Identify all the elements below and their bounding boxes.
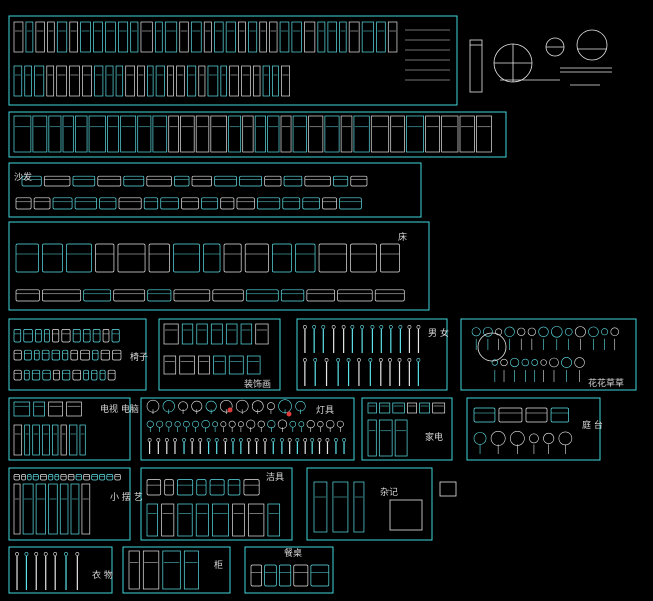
label-courtyard: 庭 台 — [582, 419, 603, 431]
label-bed: 床 — [398, 231, 407, 243]
sanitary-panel[interactable] — [140, 467, 293, 541]
label-decor-small: 小 摆 艺 — [110, 491, 143, 503]
tv-audio-panel[interactable] — [8, 397, 131, 461]
appliances-panel[interactable] — [361, 397, 453, 461]
label-sofa: 沙发 — [14, 171, 32, 183]
label-decor-painting: 装饰画 — [244, 378, 271, 390]
panel-contents — [13, 21, 619, 590]
lamps-panel[interactable] — [140, 397, 355, 461]
panel-labels: 沙发 床 椅子 装饰画 男 女 花花草草 电视 电脑 灯具 家电 庭 台 小 摆… — [14, 171, 624, 581]
people-panel[interactable] — [296, 318, 448, 391]
courtyard-panel[interactable] — [466, 397, 601, 461]
bed-panel[interactable] — [8, 221, 430, 311]
label-clothes: 衣 物 — [92, 569, 113, 581]
sofa-panel[interactable] — [8, 162, 422, 218]
clothes-panel[interactable] — [8, 546, 113, 594]
label-plants: 花花草草 — [588, 377, 624, 389]
red-lamp-mark — [286, 411, 292, 417]
label-tv-audio: 电视 电脑 — [100, 403, 139, 415]
chair-panel[interactable] — [8, 318, 147, 391]
label-cabinet: 柜 — [214, 559, 223, 571]
label-appliances: 家电 — [425, 431, 443, 443]
curtains-panel[interactable] — [8, 111, 507, 158]
circle-section-drawing — [576, 29, 608, 61]
plants-panel[interactable] — [460, 318, 637, 391]
label-male-female: 男 女 — [428, 327, 449, 339]
standalone-drawings — [469, 29, 612, 93]
label-sanitary: 洁具 — [266, 471, 284, 483]
decor-painting-panel[interactable] — [158, 318, 281, 391]
doors-windows-panel[interactable] — [8, 15, 458, 106]
label-dining: 餐桌 — [284, 547, 302, 559]
panel-frames — [8, 15, 637, 594]
door-elevation-drawing — [469, 39, 483, 93]
cabinet-panel[interactable] — [122, 546, 231, 594]
label-misc: 杂记 — [380, 487, 398, 498]
label-lamps: 灯具 — [316, 405, 334, 416]
red-lamp-mark — [227, 407, 233, 413]
label-chair: 椅子 — [130, 351, 148, 363]
misc-panel[interactable] — [306, 467, 433, 541]
decor-small-panel[interactable] — [8, 467, 131, 541]
dining-panel[interactable] — [244, 546, 334, 594]
